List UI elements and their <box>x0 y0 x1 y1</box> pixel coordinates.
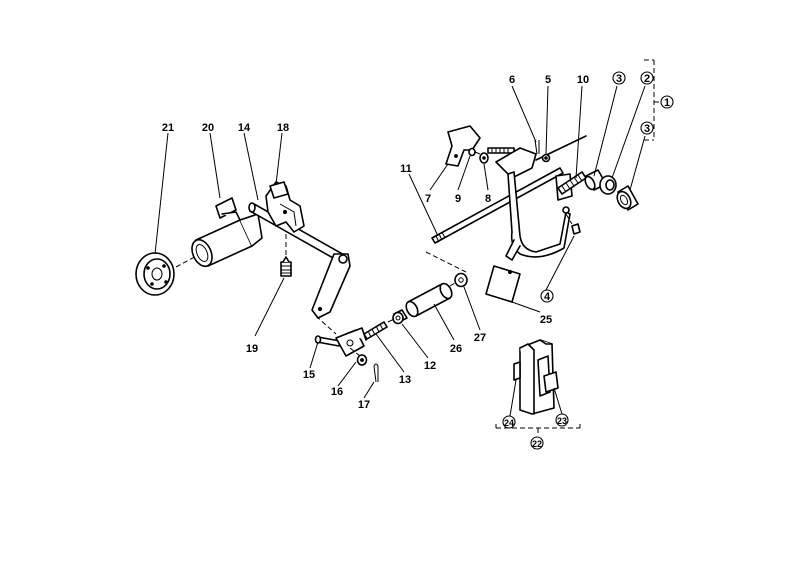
label-17: 17 <box>358 399 370 411</box>
part-26-sleeve <box>405 282 453 318</box>
part-19-spring-pin <box>280 234 292 277</box>
leader-lines <box>154 85 646 417</box>
label-2: 2 <box>644 73 650 85</box>
part-6-clip <box>534 139 540 155</box>
label-3b-circle <box>640 121 654 135</box>
label-19: 19 <box>246 343 258 355</box>
label-8: 8 <box>485 193 491 205</box>
label-22-circle <box>530 436 544 450</box>
label-27: 27 <box>474 332 486 344</box>
label-23: 23 <box>557 416 567 426</box>
part-2-collar <box>599 175 617 195</box>
part-25-pedal-pad <box>485 265 521 303</box>
label-4-circle <box>540 289 554 303</box>
label-1: 1 <box>664 97 670 109</box>
part-labels: 21 20 14 18 19 11 6 5 10 3 2 1 3 7 9 8 4… <box>162 71 674 450</box>
part-5-nut <box>541 153 551 163</box>
label-4: 4 <box>544 291 551 303</box>
label-15: 15 <box>303 369 315 381</box>
lever-arm <box>311 253 351 335</box>
part-17-cotter-pin <box>373 363 379 383</box>
part-4-pin <box>562 206 581 235</box>
label-2-circle <box>640 71 654 85</box>
group-1-bracket <box>644 59 660 141</box>
part-13-spring <box>363 321 388 340</box>
label-3a-circle <box>612 71 626 85</box>
part-22-pad-kit <box>513 339 559 415</box>
label-7: 7 <box>425 193 431 205</box>
label-24: 24 <box>504 418 514 428</box>
label-3a: 3 <box>616 73 622 85</box>
label-16: 16 <box>331 386 343 398</box>
label-5: 5 <box>545 74 551 86</box>
part-20-cylinder <box>191 197 263 268</box>
part-15-clevis-pin <box>314 335 341 347</box>
label-21: 21 <box>162 122 174 134</box>
label-26: 26 <box>450 343 462 355</box>
label-13: 13 <box>399 374 411 386</box>
part-12-nut <box>392 309 408 325</box>
label-3b: 3 <box>644 123 650 135</box>
group-22-bracket <box>495 424 581 436</box>
label-24-circle <box>502 415 516 429</box>
part-21-disc <box>135 252 175 296</box>
label-25: 25 <box>540 314 552 326</box>
label-18: 18 <box>277 122 289 134</box>
label-23-circle <box>555 413 569 427</box>
label-14: 14 <box>238 122 251 134</box>
label-11: 11 <box>400 163 412 175</box>
label-10: 10 <box>577 74 589 86</box>
label-1-circle <box>660 95 674 109</box>
part-18-fork <box>265 181 305 233</box>
label-20: 20 <box>202 122 214 134</box>
label-22: 22 <box>532 439 542 449</box>
part-3-bushing-outer <box>616 185 639 211</box>
part-7-bracket <box>445 125 481 167</box>
label-12: 12 <box>424 360 436 372</box>
clevis-block <box>335 327 367 357</box>
part-11-rod <box>431 167 564 244</box>
label-9: 9 <box>455 193 461 205</box>
part-8-bushing <box>479 152 489 164</box>
part-27-nut <box>449 272 468 288</box>
pedal-tube-assembly <box>495 135 587 261</box>
pedal-return-spring <box>487 147 515 154</box>
label-6: 6 <box>509 74 515 86</box>
part-9-bolt <box>468 147 481 157</box>
part-16-washer <box>349 347 368 366</box>
